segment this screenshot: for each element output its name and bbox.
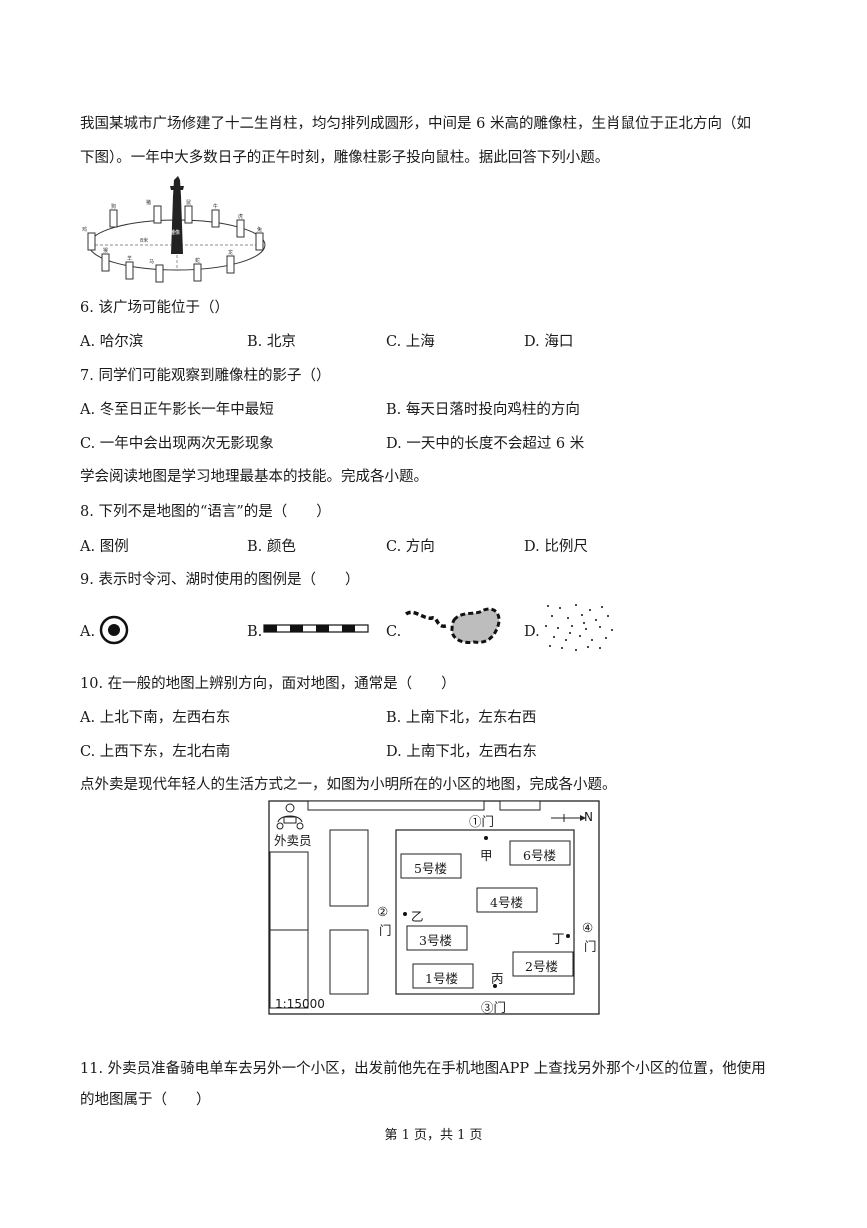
point-bing-label: 丙	[491, 971, 504, 986]
intro-text-2: 学会阅读地图是学习地理最基本的技能。完成各小题。	[80, 469, 428, 485]
pillar-label-pig: 猪	[146, 199, 151, 206]
building-2-label: 2号楼	[525, 959, 558, 974]
question-6-stem: 6. 该广场可能位于（）	[80, 300, 229, 316]
q9-option-d[interactable]: D.	[524, 624, 540, 640]
q8-option-a[interactable]: A. 图例	[80, 539, 129, 555]
radius-label: 8米	[140, 237, 148, 244]
intro-text-3: 点外卖是现代年轻人的生活方式之一，如图为小明所在的小区的地图，完成各小题。	[80, 777, 617, 793]
question-8-stem: 8. 下列不是地图的“语言”的是（ ）	[80, 504, 331, 520]
map-scale-label: 1:15000	[275, 997, 325, 1011]
q8-option-b[interactable]: B. 颜色	[247, 539, 296, 555]
pillar-label-rabbit: 兔	[257, 226, 262, 233]
q10-option-a[interactable]: A. 上北下南，左西右东	[80, 710, 231, 726]
pillar-label-monkey: 猴	[103, 247, 108, 254]
question-11-stem-line-2: 的地图属于（ ）	[80, 1092, 211, 1108]
q9-option-a[interactable]: A.	[80, 624, 96, 640]
q10-option-c[interactable]: C. 上西下东，左北右南	[80, 744, 231, 760]
intro-text-line-1: 我国某城市广场修建了十二生肖柱，均匀排列成圆形，中间是 6 米高的雕像柱，生肖鼠…	[80, 116, 751, 132]
pillar-label-rooster: 鸡	[82, 226, 87, 233]
pillar-label-horse: 马	[149, 258, 154, 265]
gate-4-label-top: ④	[582, 920, 594, 935]
building-6-label: 6号楼	[523, 848, 556, 863]
q8-option-c[interactable]: C. 方向	[386, 539, 435, 555]
q8-option-d[interactable]: D. 比例尺	[524, 539, 588, 555]
gate-3-label: ③门	[481, 1000, 507, 1015]
zodiac-pillar-figure: 鼠 牛 虎 兔 龙 蛇 马 羊 猴 鸡 狗 猪 雕像 8米	[82, 176, 266, 283]
building-1-label: 1号楼	[425, 971, 458, 986]
community-map: 外卖员 N ①门 ② 门 ③门 ④ 门 甲 乙 丙 丁 5号楼 6号楼 4号楼 …	[268, 800, 600, 1015]
q7-option-b[interactable]: B. 每天日落时投向鸡柱的方向	[386, 402, 580, 418]
q9-option-b[interactable]: B.	[247, 624, 263, 640]
page-footer: 第 1 页，共 1 页	[384, 1128, 483, 1143]
q6-option-c[interactable]: C. 上海	[386, 334, 435, 350]
question-9-stem: 9. 表示时令河、湖时使用的图例是（ ）	[80, 572, 360, 588]
courier-label: 外卖员	[274, 833, 312, 848]
pillar-label-snake: 蛇	[195, 257, 200, 264]
q7-option-c[interactable]: C. 一年中会出现两次无影现象	[80, 436, 274, 452]
building-5-label: 5号楼	[414, 861, 447, 876]
question-10-stem: 10. 在一般的地图上辨别方向，面对地图，通常是（ ）	[80, 676, 456, 692]
q7-option-a[interactable]: A. 冬至日正午影长一年中最短	[80, 402, 274, 418]
building-3-label: 3号楼	[419, 933, 452, 948]
north-label: N	[584, 810, 593, 824]
question-11-stem-line-1: 11. 外卖员准备骑电单车去另外一个小区，出发前他先在手机地图APP 上查找另外…	[80, 1061, 766, 1077]
intro-text-line-2: 下图）。一年中大多数日子的正午时刻，雕像柱影子投向鼠柱。据此回答下列小题。	[80, 150, 610, 166]
gate-2-label-top: ②	[377, 904, 389, 919]
q6-option-d[interactable]: D. 海口	[524, 334, 574, 350]
target-symbol-icon	[99, 615, 129, 645]
pillar-label-rat: 鼠	[186, 199, 191, 206]
seasonal-river-lake-symbol-icon	[404, 607, 501, 644]
pillar-label-ox: 牛	[213, 203, 218, 210]
q6-option-b[interactable]: B. 北京	[247, 334, 296, 350]
pillar-label-dragon: 龙	[228, 249, 233, 256]
gate-1-label: ①门	[469, 814, 495, 829]
q10-option-d[interactable]: D. 上南下北，左西右东	[386, 744, 537, 760]
point-yi-label: 乙	[411, 909, 424, 924]
gate-4-label-bottom: 门	[584, 939, 597, 954]
pillar-label-tiger: 虎	[238, 213, 243, 220]
q6-option-a[interactable]: A. 哈尔滨	[80, 334, 144, 350]
point-jia-label: 甲	[480, 848, 493, 863]
q10-option-b[interactable]: B. 上南下北，左东右西	[386, 710, 537, 726]
pillar-label-sheep: 羊	[127, 255, 132, 262]
desert-dots-symbol-icon	[545, 604, 613, 651]
pillar-label-dog: 狗	[111, 203, 116, 210]
railway-symbol-icon	[263, 624, 369, 633]
building-4-label: 4号楼	[490, 895, 523, 910]
q9-option-c[interactable]: C.	[386, 624, 402, 640]
q7-option-d[interactable]: D. 一天中的长度不会超过 6 米	[386, 436, 585, 452]
statue-label: 雕像	[170, 229, 180, 236]
gate-2-label-bottom: 门	[379, 923, 392, 938]
question-7-stem: 7. 同学们可能观察到雕像柱的影子（）	[80, 368, 331, 384]
point-ding-label: 丁	[552, 931, 565, 946]
